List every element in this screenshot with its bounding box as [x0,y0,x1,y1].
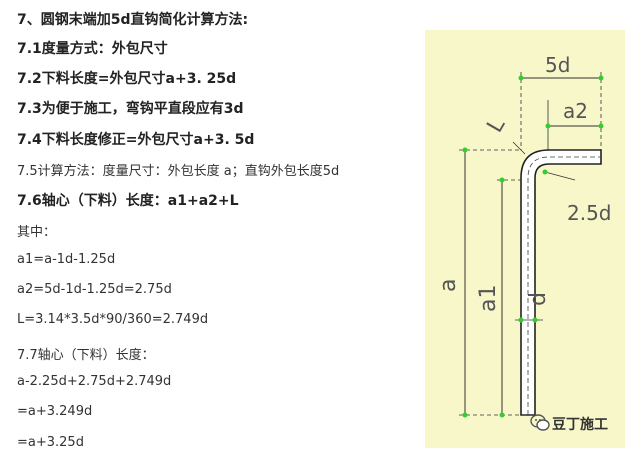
dim-d-tick-left [518,317,524,323]
dim-a-tick-bottom [462,412,468,418]
hook-diagram: 5d a2 L 2.5d a a1 d [425,30,625,448]
watermark-text: 豆丁施工 [552,417,608,433]
label-2-5d: 2.5d [567,201,612,225]
text-line: =a+3.249d [17,404,93,419]
dim-a1-tick-bottom [499,412,505,418]
text-line: 7.3为便于施工，弯钩平直段应有3d [17,101,244,117]
text-line: 7、圆钢末端加5d直钩简化计算方法: [17,12,249,28]
dim-d-tick-right [532,317,538,323]
dim-5d-tick-right [598,75,604,81]
label-5d: 5d [545,53,570,77]
text-line: 7.5计算方法：度量尺寸：外包长度 a；直钩外包长度5d [17,164,340,179]
dim-5d-tick-left [518,75,524,81]
hook-diagram-svg: 5d a2 L 2.5d a a1 d [436,53,612,418]
dim-a-tick-top [462,147,468,153]
text-line: a-2.25d+2.75d+2.749d [17,374,172,389]
text-line: 7.1度量方式：外包尺寸 [17,41,168,57]
text-line: L=3.14*3.5d*90/360=2.749d [17,312,209,327]
text-line: a2=5d-1d-1.25d=2.75d [17,282,172,297]
label-L: L [483,113,511,137]
text-line: 7.6轴心（下料）长度：a1+a2+L [17,193,239,209]
radius-leader [544,171,576,181]
steel-bar-hook [520,149,602,416]
label-d: d [526,292,551,306]
watermark-logo: 豆丁施工 [528,411,624,435]
text-line: 其中： [17,225,57,240]
label-a2: a2 [563,99,588,123]
wechat-icon [530,414,550,431]
bar-centerline [527,156,601,415]
radius-tick [542,169,548,175]
dim-a1-tick-top [499,177,505,183]
label-a1: a1 [476,285,501,312]
text-line: 7.7轴心（下料）长度： [17,348,155,363]
text-line: 7.4下料长度修正=外包尺寸a+3. 5d [17,132,255,148]
dim-a2-tick-left [545,123,551,129]
text-line: =a+3.25d [17,435,84,450]
text-line: 7.2下料长度=外包尺寸a+3. 25d [17,71,237,87]
dim-a2-tick-right [598,123,604,129]
label-a: a [436,279,461,292]
arc-leader [512,141,526,155]
text-line: a1=a-1d-1.25d [17,252,116,267]
